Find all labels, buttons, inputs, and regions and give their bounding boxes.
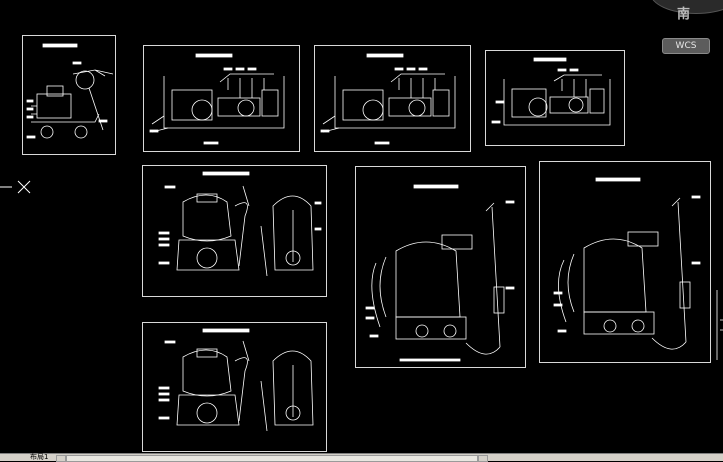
viewcube-direction-label[interactable]: 南 xyxy=(677,7,691,22)
drawing-sheet[interactable] xyxy=(143,45,300,152)
horizontal-scrollbar[interactable] xyxy=(66,455,478,462)
scroll-left-button[interactable] xyxy=(56,455,66,462)
offscreen-drawing-fragment xyxy=(716,290,723,360)
drawing-sheet[interactable] xyxy=(314,45,471,152)
layout-tab[interactable]: 布局1 xyxy=(30,453,49,461)
scroll-right-button[interactable] xyxy=(478,455,488,462)
wcs-button[interactable]: WCS xyxy=(662,38,710,54)
drawing-sheet[interactable] xyxy=(142,165,327,297)
drawing-sheet[interactable] xyxy=(485,50,625,146)
drawing-sheet[interactable] xyxy=(22,35,116,155)
drawing-sheet[interactable] xyxy=(539,161,711,363)
drawing-sheet[interactable] xyxy=(355,166,526,368)
drawing-sheet[interactable] xyxy=(142,322,327,452)
crosshair-cursor-icon xyxy=(0,180,31,194)
